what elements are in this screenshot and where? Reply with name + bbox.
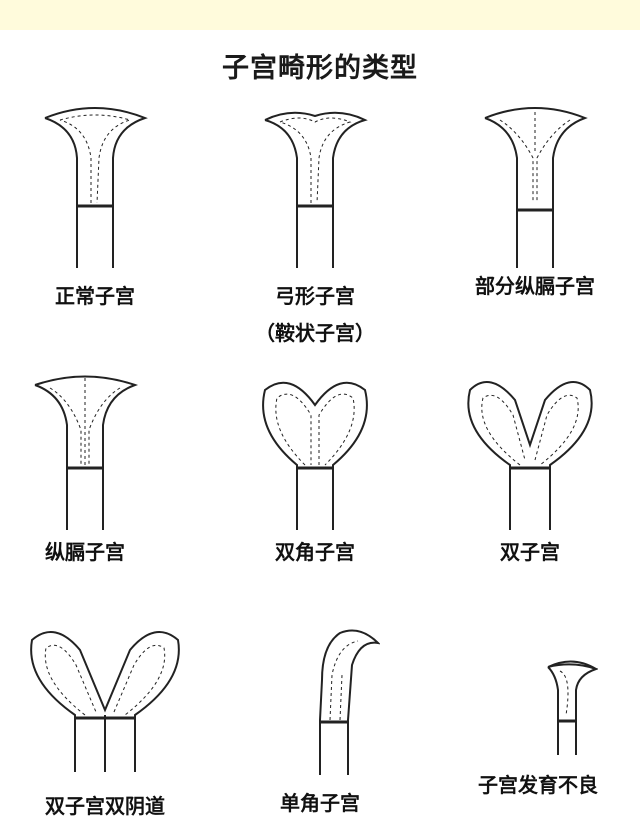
partial-septate-uterus-illustration xyxy=(484,107,588,268)
label-didelphys-double-vagina: 双子宫双阴道 xyxy=(45,794,165,818)
figure-hypoplastic-uterus: 子宫发育不良 xyxy=(438,655,638,798)
normal-uterus-illustration xyxy=(44,107,148,268)
label-arcuate-saddle: （鞍状子宫） xyxy=(255,321,375,345)
label-arcuate: 弓形子宫 xyxy=(275,284,355,308)
unicornuate-uterus-illustration xyxy=(319,629,380,775)
label-bicornuate: 双角子宫 xyxy=(275,540,355,564)
page-title: 子宫畸形的类型 xyxy=(222,53,418,84)
didelphys-double-vagina-illustration xyxy=(30,631,180,772)
arcuate-uterus-illustration xyxy=(264,111,368,268)
label-unicornuate: 单角子宫 xyxy=(280,791,360,815)
label-septate: 纵膈子宫 xyxy=(45,540,125,564)
bicornuate-uterus-illustration xyxy=(262,381,368,530)
top-banner xyxy=(0,0,640,30)
figure-unicornuate-uterus: 单角子宫 xyxy=(220,625,420,816)
figure-septate-uterus: 纵膈子宫 xyxy=(0,370,185,565)
label-normal: 正常子宫 xyxy=(55,284,135,308)
figure-didelphys-double-vagina: 双子宫双阴道 xyxy=(5,620,205,819)
hypoplastic-uterus-illustration xyxy=(547,660,598,755)
label-hypoplastic: 子宫发育不良 xyxy=(478,773,598,797)
figure-bicornuate-uterus: 双角子宫 xyxy=(215,370,415,565)
figure-arcuate-uterus: 弓形子宫 （鞍状子宫） xyxy=(215,98,415,346)
figure-didelphys-uterus: 双子宫 xyxy=(430,370,630,565)
figure-partial-septate-uterus: 部分纵膈子宫 xyxy=(435,98,635,299)
figure-normal-uterus: 正常子宫 xyxy=(0,98,195,309)
label-partial-septate: 部分纵膈子宫 xyxy=(475,274,595,298)
label-didelphys: 双子宫 xyxy=(500,540,560,564)
didelphys-uterus-illustration xyxy=(467,381,593,530)
septate-uterus-illustration xyxy=(34,375,139,530)
